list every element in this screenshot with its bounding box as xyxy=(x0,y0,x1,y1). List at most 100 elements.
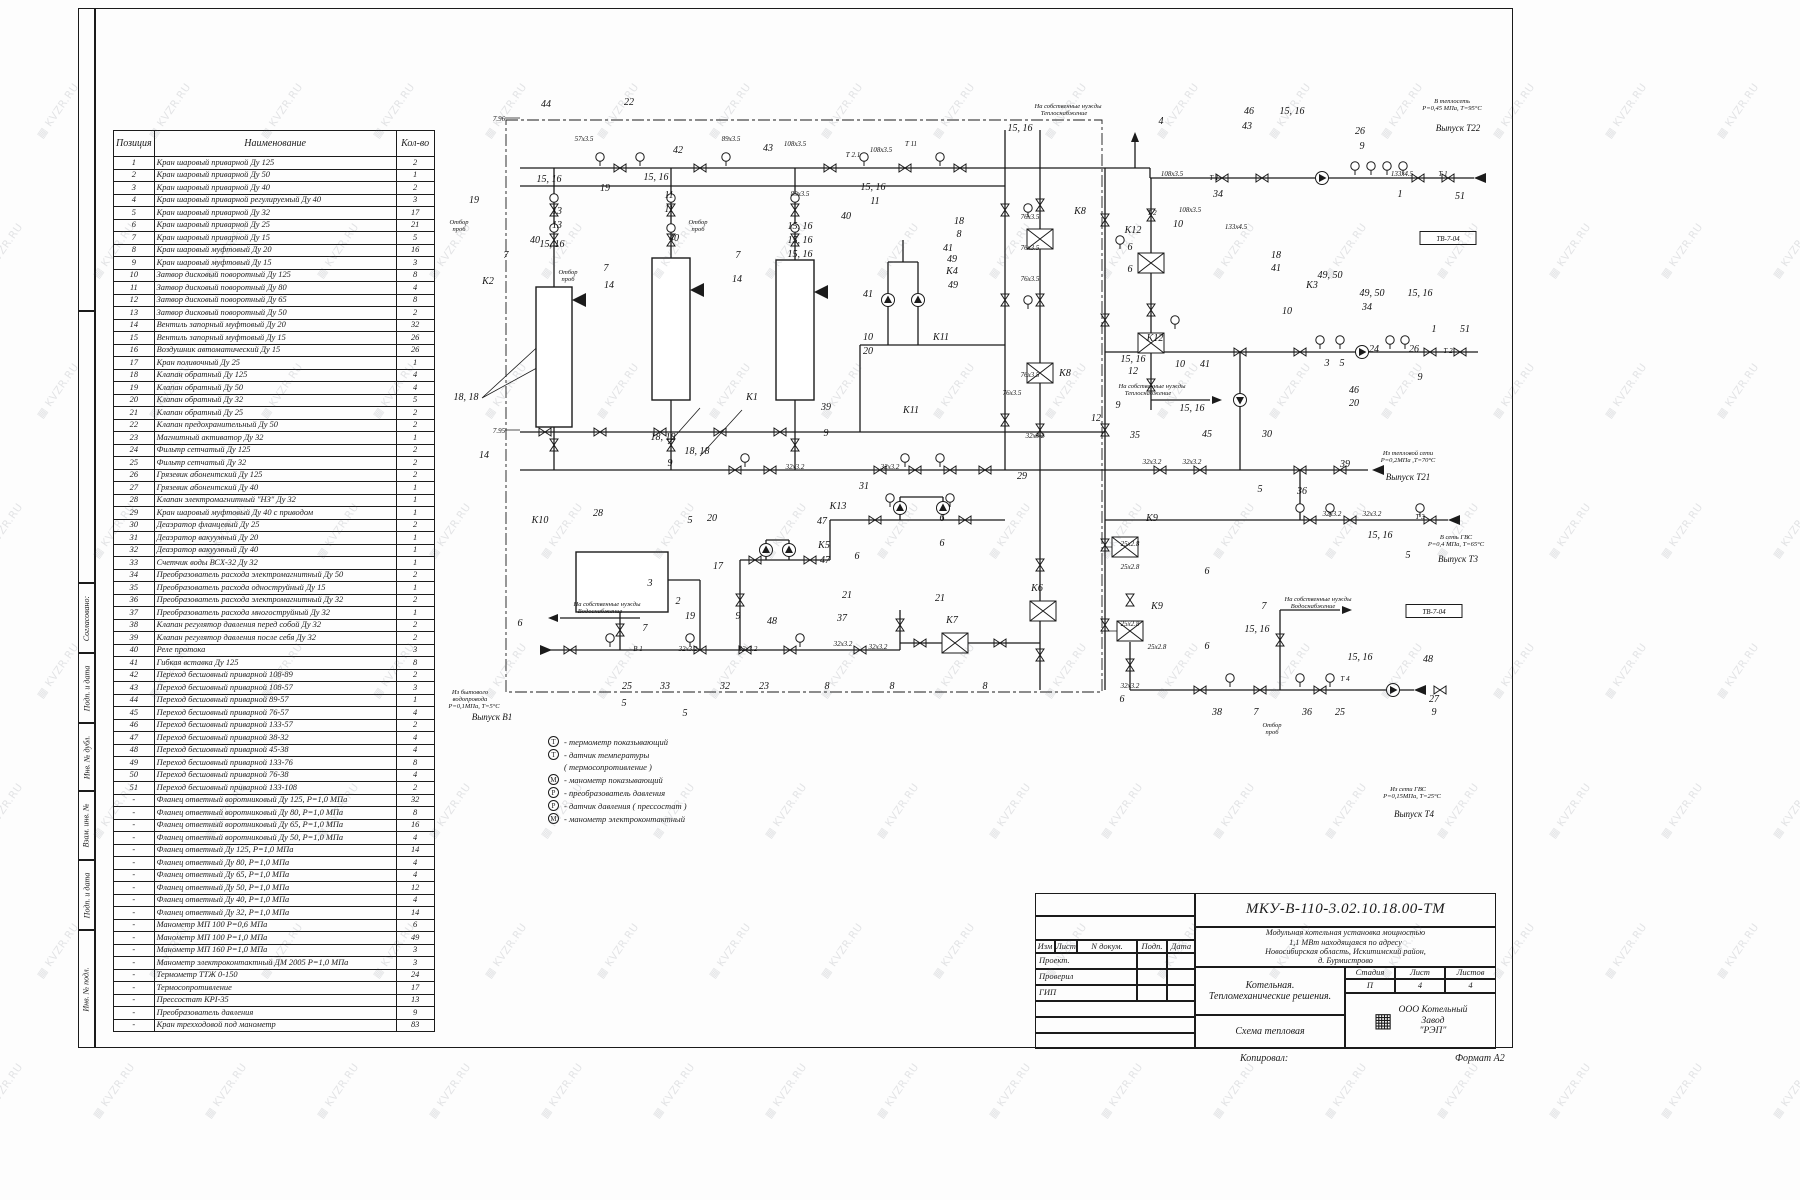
cell-position: 48 xyxy=(113,743,155,757)
watermark: ▦ KVZR.RU xyxy=(1547,0,1594,1)
watermark: ▦ KVZR.RU xyxy=(1658,1061,1706,1121)
cell-position: 2 xyxy=(113,168,155,182)
cell-qty: 2 xyxy=(395,156,435,170)
cell-name: Затвор дисковый поворотный Ду 125 xyxy=(153,268,397,282)
strip-box-empty xyxy=(78,311,95,583)
cell-qty: 4 xyxy=(395,381,435,395)
role-row-empty xyxy=(1035,1017,1195,1033)
cell-position: 19 xyxy=(113,381,155,395)
cell-position: 34 xyxy=(113,568,155,582)
watermark: ▦ KVZR.RU xyxy=(1098,1061,1146,1121)
cell-position: - xyxy=(113,918,155,932)
cell-qty: 17 xyxy=(395,206,435,220)
cell-name: Переход бесшовный приварной 133-76 xyxy=(153,756,397,770)
cell-name: Вентиль запорный муфтовый Ду 15 xyxy=(153,331,397,345)
watermark: ▦ KVZR.RU xyxy=(1770,501,1800,561)
cell-position: - xyxy=(113,906,155,920)
rev-col: Подп. xyxy=(1137,940,1167,953)
cell-name: Термосопротивление xyxy=(153,981,397,995)
stage-val: П xyxy=(1345,979,1395,993)
cell-position: 21 xyxy=(113,406,155,420)
cell-name: Термометр ТТЖ 0-150 xyxy=(153,968,397,982)
watermark: ▦ KVZR.RU xyxy=(1546,781,1594,841)
cell-qty: 1 xyxy=(395,556,435,570)
cell-position: 38 xyxy=(113,618,155,632)
watermark: ▦ KVZR.RU xyxy=(90,1061,138,1121)
stage-val: 4 xyxy=(1395,979,1445,993)
cell-qty: 2 xyxy=(395,406,435,420)
cell-name: Кран шаровый приварной Ду 25 xyxy=(153,218,397,232)
cell-name: Клапан электромагнитный "НЗ" Ду 32 xyxy=(153,493,397,507)
cell-name: Фланец ответный воротниковый Ду 50, Р=1,… xyxy=(153,831,397,845)
legend-symbol-icon: М xyxy=(548,813,559,824)
cell-qty: 1 xyxy=(395,481,435,495)
doc-description: Модульная котельная установка мощностью … xyxy=(1195,927,1496,967)
cell-qty: 2 xyxy=(395,593,435,607)
cell-position: 29 xyxy=(113,506,155,520)
cell-position: 3 xyxy=(113,181,155,195)
stage-val: 4 xyxy=(1445,979,1496,993)
cell-qty: 1 xyxy=(395,356,435,370)
cell-qty: 26 xyxy=(395,343,435,357)
table-row: -Фланец ответный воротниковый Ду 125, Р=… xyxy=(113,793,435,807)
desc-line: 1,1 МВт находящаяся по адресу xyxy=(1289,937,1402,947)
watermark: ▦ KVZR.RU xyxy=(538,1061,586,1121)
strip-box: Взам. инв. № xyxy=(78,791,95,860)
legend-text: - преобразователь давления xyxy=(564,787,666,798)
title-block: МКУ-В-110-3.02.10.18.00-ТМ Модульная кот… xyxy=(1035,893,1496,1049)
cell-qty: 2 xyxy=(395,718,435,732)
role-date xyxy=(1167,969,1195,985)
company-line: "РЭП" xyxy=(1419,1026,1447,1037)
cell-name: Вентиль запорный муфтовый Ду 20 xyxy=(153,318,397,332)
watermark: ▦ KVZR.RU xyxy=(34,81,82,141)
cell-position: 8 xyxy=(113,243,155,257)
cell-qty: 1 xyxy=(395,506,435,520)
company-line: Завод xyxy=(1421,1015,1445,1026)
header-name: Наименование xyxy=(153,130,397,157)
watermark: ▦ KVZR.RU xyxy=(1602,921,1650,981)
cell-qty: 8 xyxy=(395,268,435,282)
cell-position: 1 xyxy=(113,156,155,170)
watermark: ▦ KVZR.RU xyxy=(202,1061,250,1121)
cell-qty: 4 xyxy=(395,731,435,745)
cell-qty: 16 xyxy=(395,818,435,832)
cell-name: Фильтр сетчатый Ду 125 xyxy=(153,443,397,457)
cell-qty: 2 xyxy=(395,631,435,645)
cell-name: Грязевик абонентский Ду 40 xyxy=(153,481,397,495)
watermark: ▦ KVZR.RU xyxy=(1602,81,1650,141)
watermark: ▦ KVZR.RU xyxy=(1546,501,1594,561)
cell-position: - xyxy=(113,793,155,807)
watermark: ▦ KVZR.RU xyxy=(0,221,26,281)
role-sign xyxy=(1137,985,1167,1001)
watermark: ▦ KVZR.RU xyxy=(0,781,26,841)
cell-qty: 8 xyxy=(395,656,435,670)
cell-name: Кран шаровый приварной Ду 32 xyxy=(153,206,397,220)
cell-qty: 5 xyxy=(395,231,435,245)
cell-position: 22 xyxy=(113,418,155,432)
cell-qty: 2 xyxy=(395,518,435,532)
cell-name: Клапан предохранительный Ду 50 xyxy=(153,418,397,432)
cell-name: Фланец ответный воротниковый Ду 65, Р=1,… xyxy=(153,818,397,832)
cell-position: - xyxy=(113,1006,155,1020)
cell-name: Гибкая вставка Ду 125 xyxy=(153,656,397,670)
cell-position: - xyxy=(113,856,155,870)
watermark: ▦ KVZR.RU xyxy=(874,1061,922,1121)
cell-qty: 4 xyxy=(395,281,435,295)
